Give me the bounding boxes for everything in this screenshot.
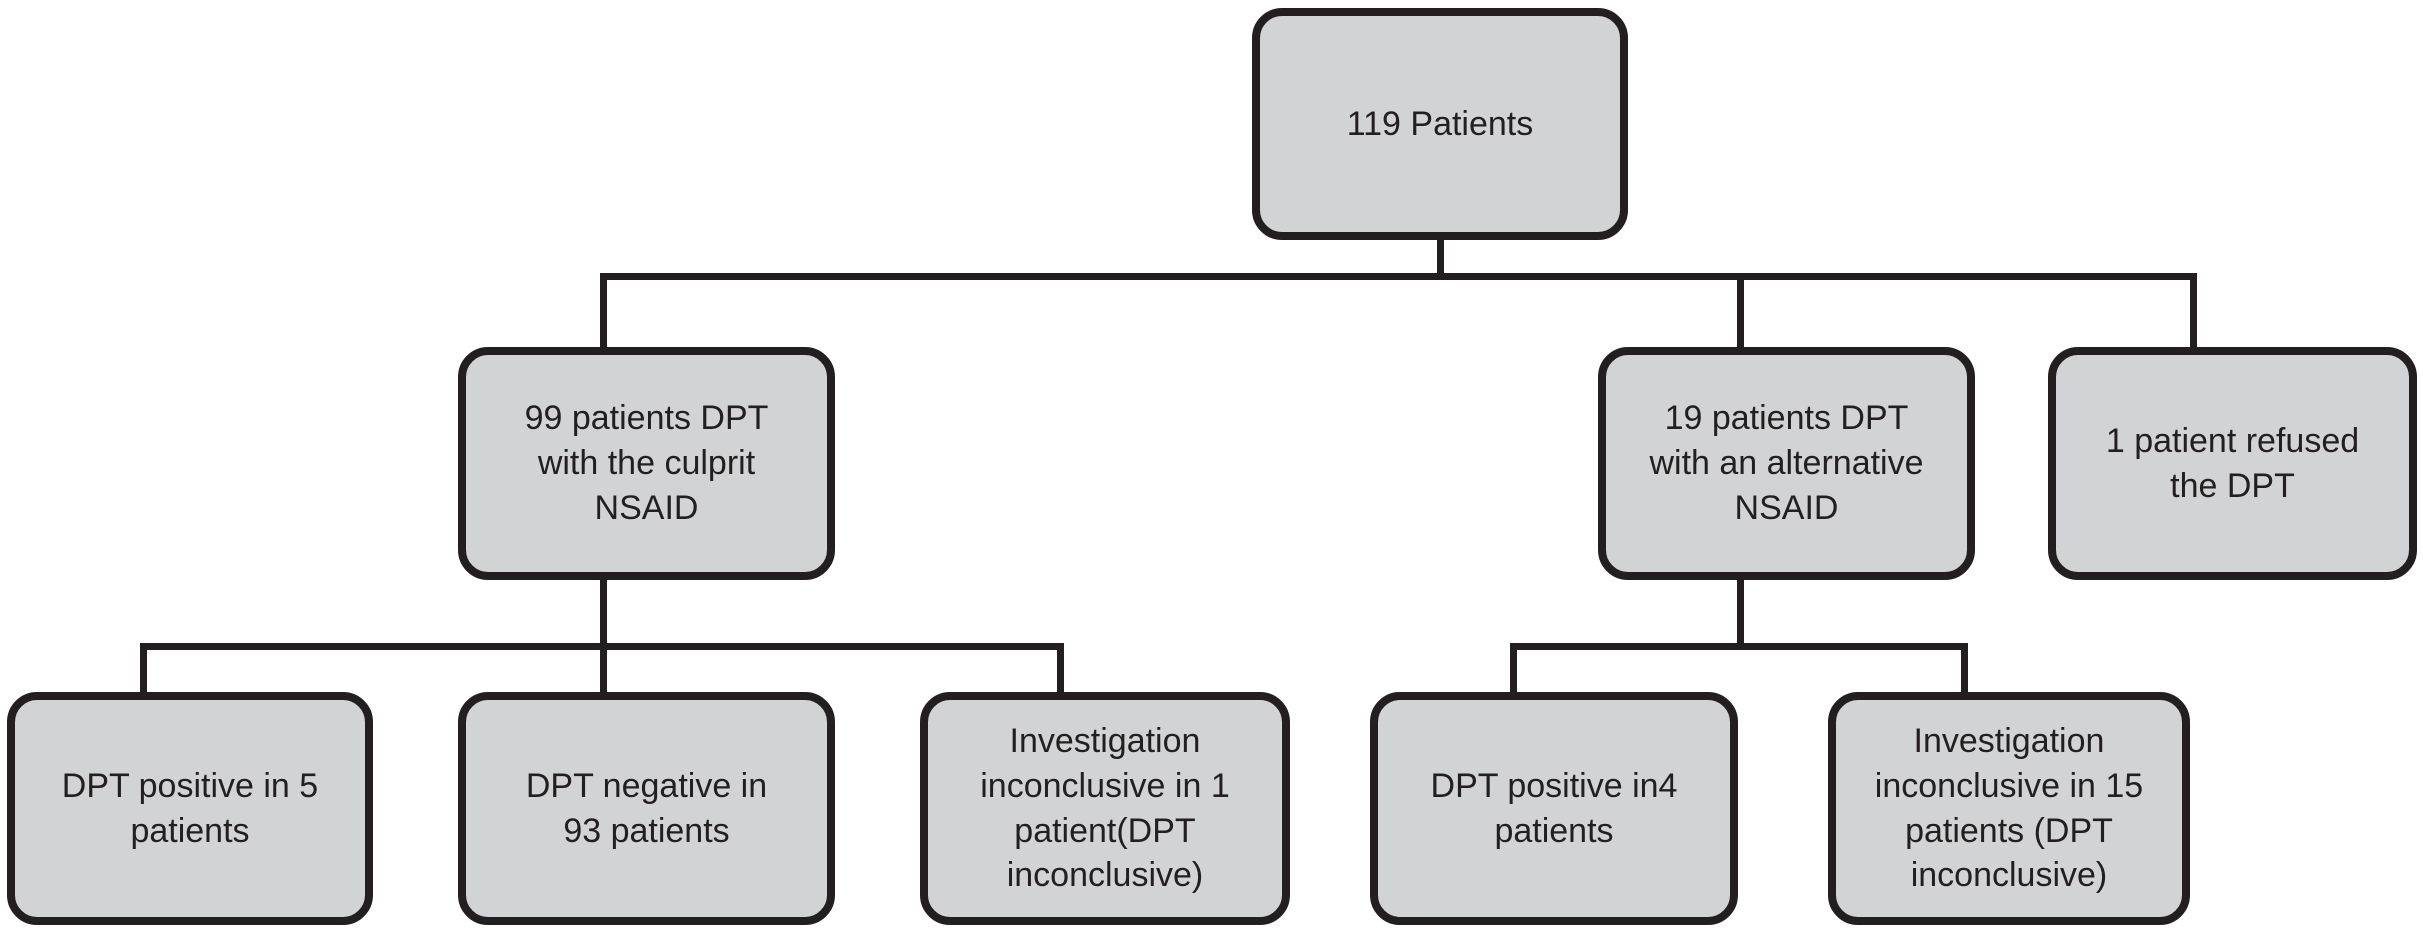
node-culprit-negative-label: DPT negative in 93 patients — [525, 766, 768, 850]
node-alternative-nsaid-label: 19 patients DPT with an alternative NSAI… — [1649, 399, 1924, 527]
node-alternative-positive-label: DPT positive in4 patients — [1430, 766, 1678, 850]
node-refused-dpt-label: 1 patient refused the DPT — [2105, 421, 2360, 505]
connector-level1-rail — [600, 273, 2197, 280]
node-alternative-inconclusive-label: Investigation inconclusive in 15 patient… — [1874, 721, 2144, 895]
connector-root-down — [1437, 240, 1444, 280]
connector-drop-alternative-positive — [1510, 643, 1517, 698]
node-total-patients: 119 Patients — [1252, 8, 1628, 240]
node-culprit-nsaid-label: 99 patients DPT with the culprit NSAID — [524, 399, 769, 527]
connector-drop-culprit — [600, 273, 607, 350]
node-culprit-positive: DPT positive in 5 patients — [7, 692, 373, 925]
connector-alternative-rail — [1510, 643, 1968, 650]
node-culprit-inconclusive: Investigation inconclusive in 1 patient(… — [920, 692, 1290, 925]
connector-drop-refused — [2190, 273, 2197, 350]
node-alternative-positive: DPT positive in4 patients — [1370, 692, 1738, 925]
node-alternative-inconclusive: Investigation inconclusive in 15 patient… — [1828, 692, 2190, 925]
node-refused-dpt: 1 patient refused the DPT — [2048, 347, 2417, 580]
node-total-patients-label: 119 Patients — [1346, 104, 1534, 143]
connector-drop-culprit-inconclusive — [1057, 643, 1064, 698]
connector-culprit-down — [600, 580, 607, 698]
node-culprit-nsaid: 99 patients DPT with the culprit NSAID — [458, 347, 835, 580]
connector-drop-alternative-inconclusive — [1961, 643, 1968, 698]
node-culprit-negative: DPT negative in 93 patients — [458, 692, 835, 925]
connector-culprit-rail — [140, 643, 1064, 650]
node-culprit-inconclusive-label: Investigation inconclusive in 1 patient(… — [980, 721, 1230, 895]
connector-drop-alternative — [1737, 273, 1744, 350]
connector-drop-culprit-positive — [140, 643, 147, 698]
node-culprit-positive-label: DPT positive in 5 patients — [61, 766, 319, 850]
node-alternative-nsaid: 19 patients DPT with an alternative NSAI… — [1598, 347, 1975, 580]
connector-alternative-down — [1737, 580, 1744, 650]
